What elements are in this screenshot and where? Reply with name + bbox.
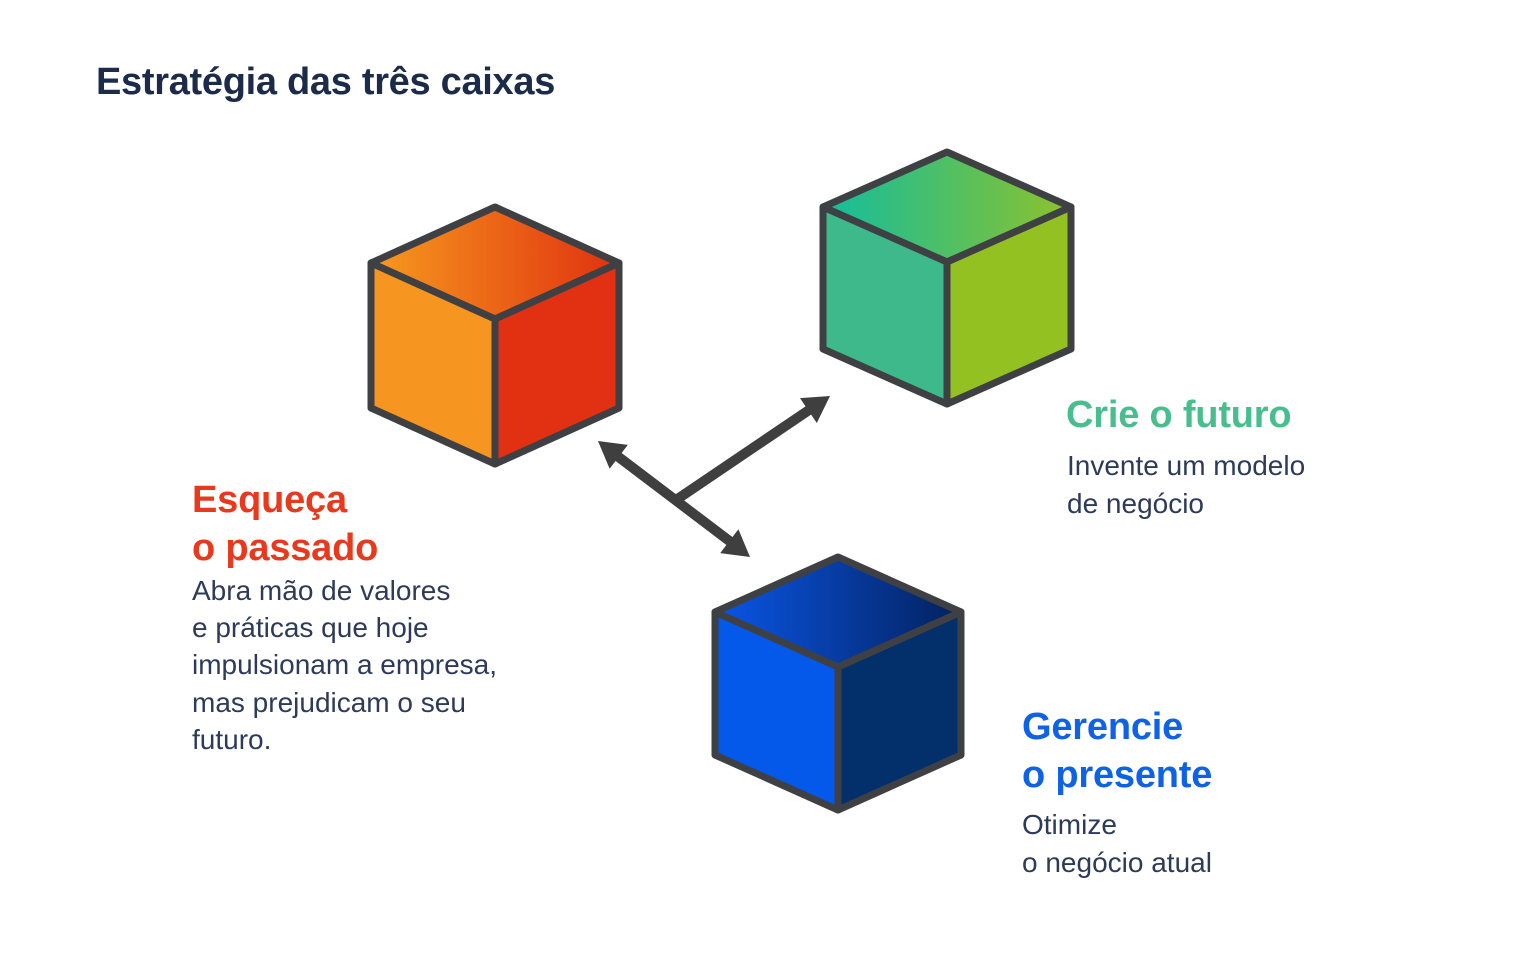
page-title: Estratégia das três caixas <box>96 61 556 103</box>
arrow-past-present-shaft <box>608 448 740 550</box>
cube-past <box>367 203 623 468</box>
future-body-label: Invente um modelo de negócio <box>1067 450 1306 520</box>
present-body-label: Otimize o negócio atual <box>1022 809 1212 879</box>
cube-present <box>711 553 965 814</box>
arrow-to-future-shaft <box>673 403 815 505</box>
past-heading-label: Esqueça o passado <box>192 479 379 569</box>
arrowhead-toward-past-icon <box>598 441 628 469</box>
arrowhead-toward-present-icon <box>720 529 750 557</box>
arrows <box>598 396 830 557</box>
present-heading-label: Gerencie o presente <box>1022 706 1213 796</box>
arrowhead-toward-future-icon <box>800 396 830 423</box>
cube-future-right-face <box>943 203 1075 408</box>
cube-future <box>819 148 1075 408</box>
future-heading-label: Crie o futuro <box>1066 394 1292 436</box>
cube-present-right-face <box>834 608 965 814</box>
past-body-label: Abra mão de valores e práticas que hoje … <box>192 575 498 755</box>
cube-past-right-face <box>491 259 623 468</box>
